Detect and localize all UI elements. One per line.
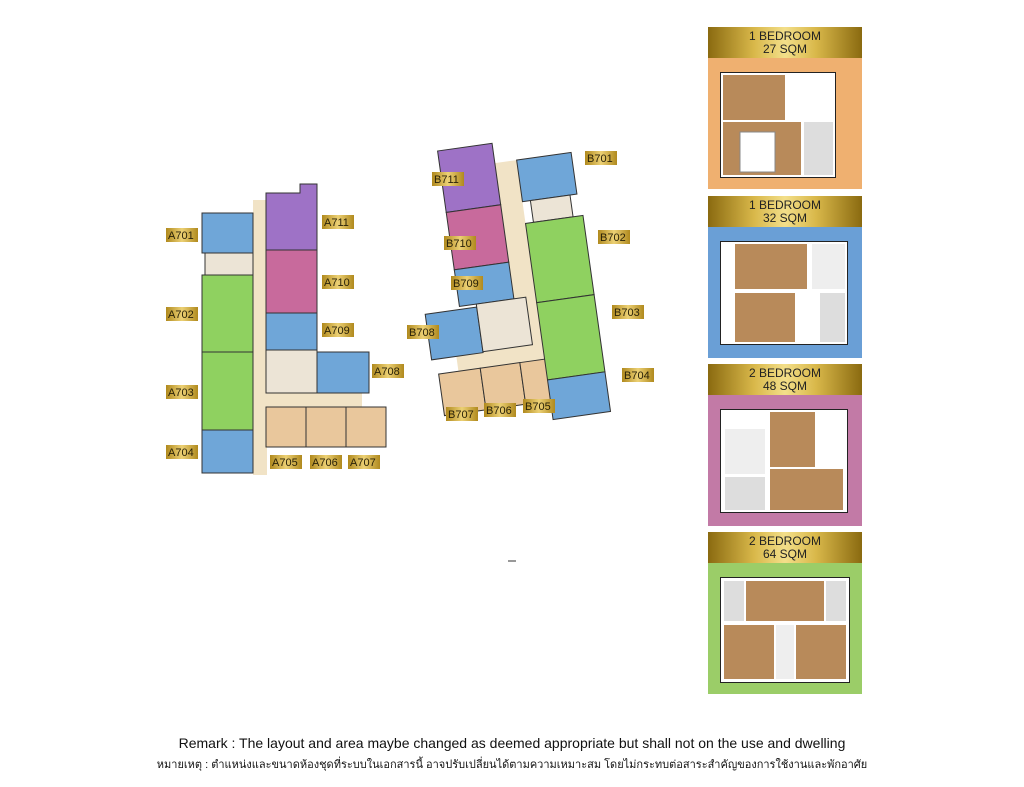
unit-plan-thumbnail (708, 563, 862, 694)
label-a707: A707 (348, 455, 380, 469)
unit-label: A708 (374, 366, 400, 378)
label-a710: A710 (322, 275, 354, 289)
label-b705: B705 (523, 399, 555, 413)
legend-card-2br-48: 2 BEDROOM 48 SQM (708, 364, 862, 526)
unit-b702[interactable] (524, 214, 595, 304)
label-a706: A706 (310, 455, 342, 469)
unit-size: 27 SQM (762, 42, 807, 56)
legend-header: 2 BEDROOM 64 SQM (708, 532, 862, 563)
remark-thai: หมายเหตุ : ตำแหน่งและขนาดห้องชุดที่ระบบใ… (156, 759, 868, 771)
label-b711: B711 (432, 172, 464, 186)
unit-label: A703 (168, 387, 194, 399)
unit-plan-thumbnail (708, 395, 862, 526)
unit-a706[interactable] (305, 406, 347, 448)
corridor (253, 200, 267, 475)
unit-label: A711 (324, 217, 349, 229)
corridor (494, 160, 552, 411)
label-a709: A709 (322, 323, 354, 337)
unit-label: B709 (453, 278, 479, 290)
legend-header: 2 BEDROOM 48 SQM (708, 364, 862, 395)
unit-a709[interactable] (265, 312, 318, 351)
label-a702: A702 (166, 307, 198, 321)
unit-b706[interactable] (479, 362, 527, 411)
unit-label: B705 (525, 401, 551, 413)
legend-header: 1 BEDROOM 32 SQM (708, 196, 862, 227)
unit-labels: A701 A702 A703 A704 A705 A706 A707 A708 … (166, 151, 654, 469)
label-a703: A703 (166, 385, 198, 399)
label-a701: A701 (166, 228, 198, 242)
unit-label: A706 (312, 457, 338, 469)
unit-a703[interactable] (201, 351, 254, 431)
remark-english: Remark : The layout and area maybe chang… (178, 735, 846, 751)
unit-label: A710 (324, 277, 350, 289)
unit-type: 2 BEDROOM (748, 534, 821, 548)
unit-label: B711 (434, 174, 459, 186)
unit-label: A704 (168, 447, 194, 459)
unit-b703[interactable] (536, 294, 606, 381)
unit-size: 64 SQM (762, 547, 807, 561)
label-b708: B708 (407, 325, 439, 339)
corridor (456, 344, 538, 372)
label-b709: B709 (451, 276, 483, 290)
label-a708: A708 (372, 364, 404, 378)
tower-a (201, 183, 387, 475)
unit-a708[interactable] (316, 351, 370, 394)
unit-b704[interactable] (546, 371, 612, 421)
legend-card-1br-27: 1 BEDROOM 27 SQM (708, 27, 862, 189)
unit-size: 48 SQM (762, 379, 807, 393)
label-a711: A711 (322, 215, 354, 229)
unit-a702[interactable] (201, 274, 254, 353)
unit-label: A701 (168, 230, 194, 242)
label-b704: B704 (622, 368, 654, 382)
legend-card-2br-64: 2 BEDROOM 64 SQM (708, 532, 862, 694)
unit-plan-thumbnail (708, 227, 862, 358)
unit-label: B710 (446, 238, 472, 250)
unit-a711[interactable] (265, 183, 318, 251)
corridor (266, 393, 362, 407)
unit-label: B704 (624, 370, 650, 382)
unit-a704[interactable] (201, 429, 254, 474)
unit-label: B703 (614, 307, 640, 319)
label-b701: B701 (585, 151, 617, 165)
unit-plan-thumbnail (708, 58, 862, 189)
legend-card-1br-32: 1 BEDROOM 32 SQM (708, 196, 862, 358)
unit-type: 1 BEDROOM (748, 198, 821, 212)
stair-core (204, 252, 254, 276)
unit-label: A707 (350, 457, 376, 469)
unit-label: A705 (272, 457, 298, 469)
unit-a710[interactable] (265, 249, 318, 314)
unit-type: 1 BEDROOM (748, 29, 821, 43)
unit-label: A709 (324, 325, 350, 337)
label-b703: B703 (612, 305, 644, 319)
label-a705: A705 (270, 455, 302, 469)
unit-a701[interactable] (201, 212, 254, 254)
lift-core (475, 296, 534, 353)
unit-a707[interactable] (345, 406, 387, 448)
label-b702: B702 (598, 230, 630, 244)
lift-core (265, 349, 318, 394)
unit-label: B707 (448, 409, 474, 421)
floor-plan: A701 A702 A703 A704 A705 A706 A707 A708 … (166, 142, 654, 562)
unit-label: A702 (168, 309, 194, 321)
label-b706: B706 (484, 403, 516, 417)
legend-header: 1 BEDROOM 27 SQM (708, 27, 862, 58)
label-b707: B707 (446, 407, 478, 421)
unit-size: 32 SQM (762, 211, 807, 225)
unit-b701[interactable] (516, 151, 578, 203)
unit-label: B708 (409, 327, 435, 339)
unit-label: B706 (486, 405, 512, 417)
unit-a705[interactable] (265, 406, 307, 448)
label-a704: A704 (166, 445, 198, 459)
unit-type: 2 BEDROOM (748, 366, 821, 380)
label-b710: B710 (444, 236, 476, 250)
unit-label: B702 (600, 232, 626, 244)
unit-label: B701 (587, 153, 613, 165)
